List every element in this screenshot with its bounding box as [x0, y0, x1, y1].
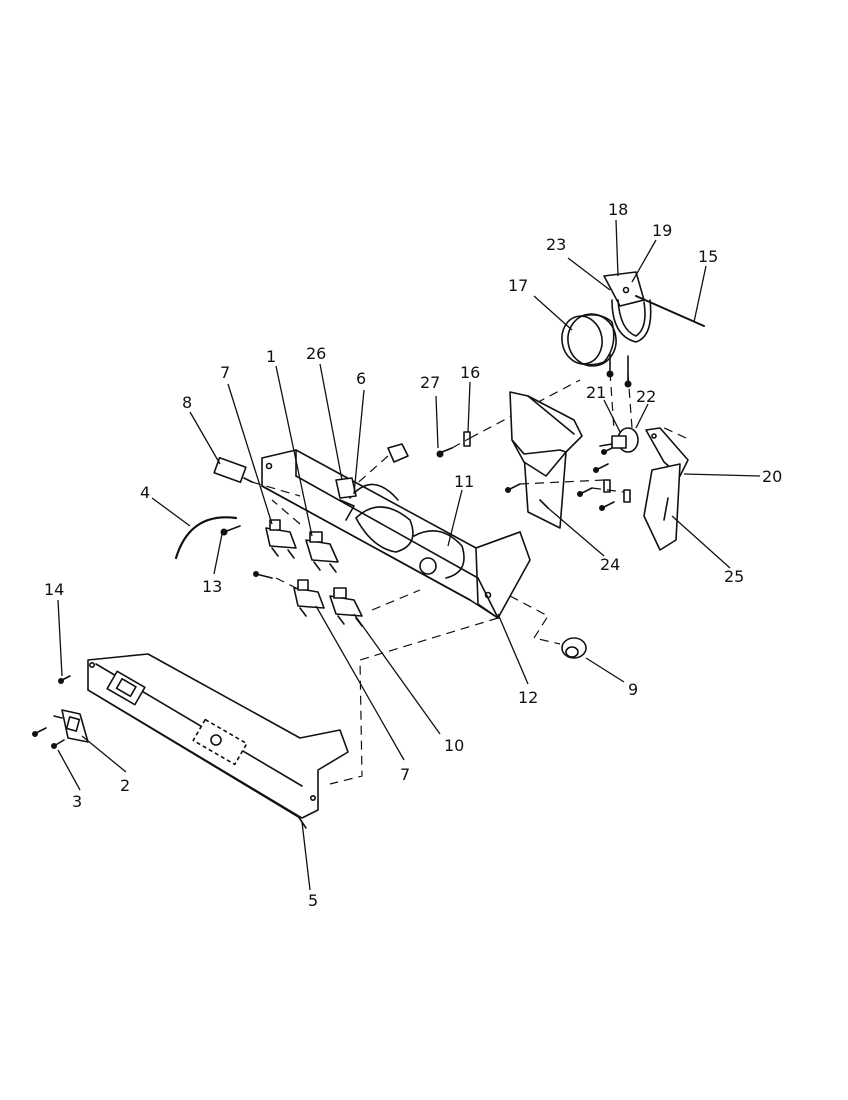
- callout-26: 26: [306, 344, 326, 363]
- callout-4: 4: [140, 483, 150, 502]
- wire-connector: [351, 443, 409, 489]
- rod-15: [635, 295, 705, 327]
- clip-b: [623, 489, 631, 503]
- callout-14: 14: [44, 580, 64, 599]
- callout-15: 15: [698, 247, 718, 266]
- callout-11: 11: [454, 472, 474, 491]
- solenoid-21: [599, 427, 639, 453]
- callout-25: 25: [724, 567, 744, 586]
- screw-c: [599, 501, 615, 511]
- callout-5: 5: [308, 891, 318, 910]
- callout-12: 12: [518, 688, 538, 707]
- callout-18: 18: [608, 200, 628, 219]
- screw-housing-2: [624, 355, 632, 388]
- screw-27: [436, 447, 453, 458]
- wire-harness: [174, 516, 238, 560]
- switch-7-lower: [293, 579, 325, 617]
- clip-a: [603, 479, 611, 493]
- leader-lines: [57, 219, 761, 891]
- control-bracket: [261, 449, 531, 619]
- callout-24: 24: [600, 555, 620, 574]
- screw-housing-1: [606, 353, 614, 378]
- screw-14: [58, 675, 71, 684]
- screw-left: [32, 727, 47, 737]
- motor-17: [561, 313, 617, 367]
- callout-8: 8: [182, 393, 192, 412]
- screw-switch: [253, 571, 273, 579]
- callout-13: 13: [202, 577, 222, 596]
- callout-27: 27: [420, 373, 440, 392]
- callout-7-lower: 7: [400, 765, 410, 784]
- flap-25: [643, 463, 681, 551]
- switch-1: [305, 531, 339, 573]
- callout-16: 16: [460, 363, 480, 382]
- callout-2: 2: [120, 776, 130, 795]
- callout-19: 19: [652, 221, 672, 240]
- callout-6: 6: [356, 369, 366, 388]
- callout-21: 21: [586, 383, 606, 402]
- callout-23: 23: [546, 235, 566, 254]
- callout-10: 10: [444, 736, 464, 755]
- bracket-24: [509, 391, 583, 529]
- auger-housing: [603, 271, 652, 343]
- knob-9: [509, 595, 587, 659]
- callout-1: 1: [266, 347, 276, 366]
- screw-13: [220, 525, 241, 536]
- callout-3: 3: [72, 792, 82, 811]
- callout-20: 20: [762, 467, 782, 486]
- screw-a: [505, 483, 521, 493]
- callout-9: 9: [628, 680, 638, 699]
- switch-7-upper: [265, 519, 297, 559]
- callout-17: 17: [508, 276, 528, 295]
- callout-labels: 1 2 3 4 5 6 7 7 8 9 10 11 12 13 14 15 16…: [44, 200, 782, 910]
- wire-clip: [335, 477, 357, 499]
- screw-3: [51, 739, 65, 749]
- switch-10: [329, 587, 363, 627]
- front-panel: [87, 653, 349, 829]
- switch-plate: [53, 709, 89, 743]
- screw-d: [593, 463, 609, 473]
- screw-e: [601, 446, 615, 455]
- screw-b: [577, 487, 593, 497]
- callout-22: 22: [636, 387, 656, 406]
- callout-7-upper: 7: [220, 363, 230, 382]
